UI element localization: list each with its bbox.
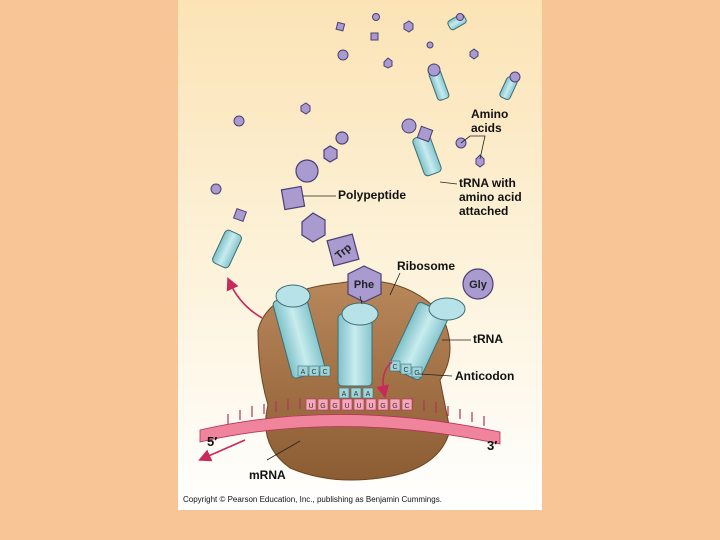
svg-text:G: G [414, 370, 419, 377]
trna-with-amino-acid-2 [427, 63, 450, 101]
trna-attached-label-line1: tRNA with [459, 176, 516, 190]
svg-text:C: C [392, 364, 397, 371]
anticodon-middle: A A A [338, 387, 374, 399]
gly-amino-acid: Gly [462, 268, 494, 300]
trp-amino-acid: Trp [326, 233, 360, 267]
trna-label: tRNA [473, 332, 503, 346]
codon-base: U [365, 398, 377, 411]
svg-text:C: C [404, 403, 409, 410]
codon-base: U [353, 398, 365, 411]
svg-text:A: A [342, 391, 347, 398]
codon-base: G [377, 398, 389, 411]
departing-arrow [226, 277, 263, 319]
anticodon-left: A C C [297, 365, 331, 377]
svg-text:A: A [354, 391, 359, 398]
codon-base: G [317, 398, 329, 411]
free-amino-acids [210, 13, 479, 195]
svg-text:U: U [368, 403, 373, 410]
trna-with-amino-acid-1 [447, 13, 467, 31]
amino-acid-circle [426, 41, 434, 49]
polypeptide-label: Polypeptide [338, 188, 406, 202]
amino-acids-pointer [455, 137, 485, 168]
amino-acid-hexagon [403, 20, 414, 33]
svg-text:G: G [332, 403, 337, 410]
trna-attached-label-line2: amino acid [459, 190, 522, 204]
trna-attached-label-line3: attached [459, 204, 508, 218]
svg-text:G: G [320, 403, 325, 410]
svg-text:U: U [344, 403, 349, 410]
phe-amino-acid: Phe [347, 265, 382, 303]
trna-with-amino-acid-4 [401, 118, 442, 177]
svg-text:C: C [322, 369, 327, 376]
svg-text:A: A [366, 391, 371, 398]
codon-base: G [329, 398, 341, 411]
trna-right: C C G [389, 297, 466, 380]
amino-acids-leader [460, 135, 486, 160]
svg-text:U: U [308, 403, 313, 410]
anticodon-right: C C G [389, 360, 423, 378]
amino-acid-circle [210, 183, 222, 195]
mrna-label: mRNA [249, 468, 286, 482]
amino-acid-square [370, 32, 379, 41]
five-prime-label: 5′ [207, 434, 217, 449]
anticodon-label: Anticodon [455, 369, 514, 383]
svg-text:U: U [356, 403, 361, 410]
amino-acid-hexagon [300, 102, 311, 115]
svg-text:A: A [301, 369, 306, 376]
mrna-five-prime-arrow [198, 439, 246, 462]
codon-base: C [401, 398, 413, 411]
svg-text:G: G [380, 403, 385, 410]
svg-text:G: G [392, 403, 397, 410]
trna-with-amino-acid-3 [499, 71, 521, 101]
ribosome-label: Ribosome [397, 259, 455, 273]
amino-acid-circle [233, 115, 245, 127]
trna-middle: A A A [337, 302, 379, 399]
copyright-notice: Copyright © Pearson Education, Inc., pub… [183, 495, 442, 504]
gly-label: Gly [469, 279, 488, 291]
amino-acids-label-line1: Amino [471, 107, 508, 121]
ribosome-leader [389, 272, 401, 296]
departing-trna [212, 207, 248, 269]
amino-acid-hexagon [383, 57, 393, 69]
codon-base: U [341, 398, 353, 411]
leader-lines [266, 181, 471, 461]
amino-acid-circle [337, 49, 349, 61]
svg-text:C: C [311, 369, 316, 376]
amino-acid-square [335, 21, 346, 32]
amino-acid-circle [372, 13, 380, 21]
polypeptide-chain [280, 131, 349, 243]
phe-label: Phe [354, 279, 374, 291]
amino-acids-label-line2: acids [471, 121, 502, 135]
trna-left: A C C [272, 284, 331, 379]
three-prime-label: 3′ [487, 438, 497, 453]
codon-row: U G G U U U G G C [305, 398, 413, 411]
incoming-arrow [376, 361, 393, 399]
svg-text:C: C [403, 367, 408, 374]
amino-acid-hexagon [469, 48, 479, 60]
codon-base: G [389, 398, 401, 411]
codon-base: U [305, 398, 317, 411]
